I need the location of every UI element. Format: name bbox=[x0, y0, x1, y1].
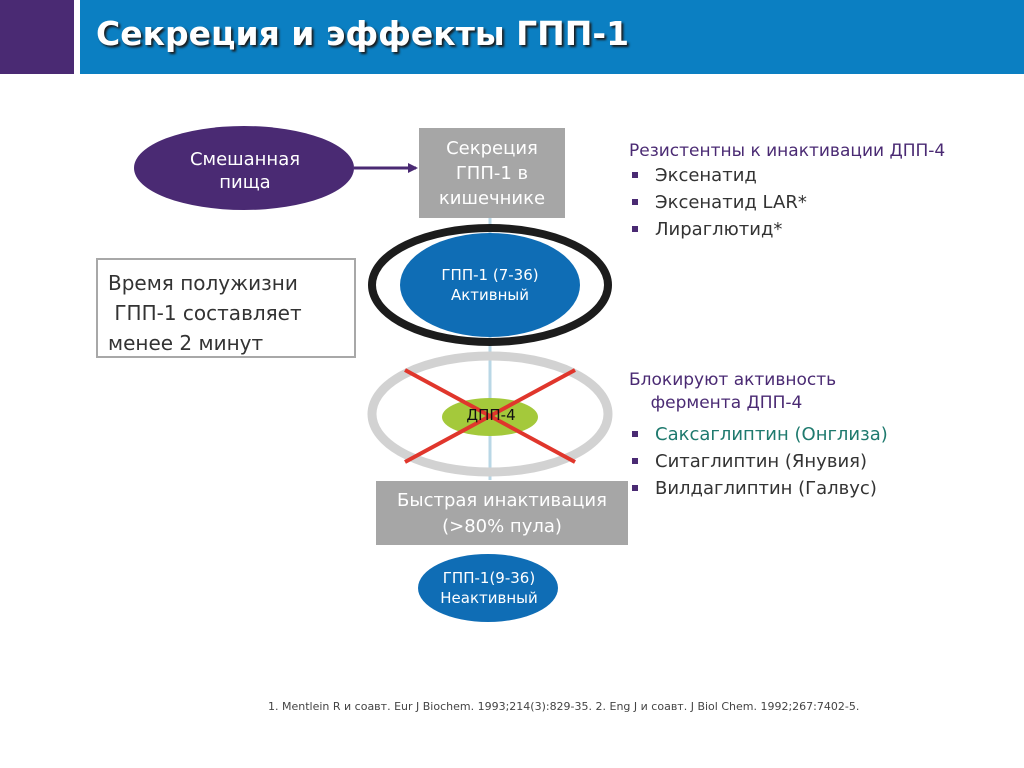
list-item-label: Эксенатид bbox=[655, 165, 757, 186]
list-item-label: Вилдаглиптин (Галвус) bbox=[655, 478, 877, 499]
cross-line-b bbox=[404, 368, 576, 464]
inactive-glp1-label: ГПП-1(9-36) Неактивный bbox=[414, 568, 564, 609]
food-label: Смешанная пища bbox=[136, 149, 354, 194]
dpp4-label: ДПП-4 bbox=[466, 406, 516, 424]
inactivation-label: Быстрая инактивация (>80% пула) bbox=[376, 488, 628, 540]
title-accent-gap bbox=[74, 0, 80, 74]
list-item-label: Ситаглиптин (Янувия) bbox=[655, 451, 867, 472]
list-item-label: Саксаглиптин (Онглиза) bbox=[655, 424, 888, 445]
active-glp1-ellipse bbox=[400, 233, 580, 337]
square-bullet-icon bbox=[632, 199, 638, 205]
secretion-label-line-3: кишечнике bbox=[438, 188, 546, 210]
list-item: Вилдаглиптин (Галвус) bbox=[629, 475, 888, 502]
food-ellipse bbox=[134, 126, 354, 210]
dpp4-outer-ring bbox=[367, 351, 613, 477]
inactivation-line-2: (>80% пула) bbox=[442, 516, 562, 538]
resistant-heading: Резистентны к инактивации ДПП-4 bbox=[629, 141, 946, 161]
blockers-list: Саксаглиптин (Онглиза) Ситаглиптин (Янув… bbox=[629, 421, 888, 502]
active-glp1-line-2: Активный bbox=[450, 286, 530, 305]
inactive-glp1-line-2: Неактивный bbox=[440, 589, 538, 608]
list-item: Эксенатид bbox=[629, 162, 807, 189]
inactive-glp1-ellipse bbox=[418, 554, 558, 622]
secretion-label-line-2: ГПП-1 в bbox=[455, 163, 529, 185]
resistant-list: Эксенатид Эксенатид LAR* Лираглютид* bbox=[629, 162, 807, 243]
square-bullet-icon bbox=[632, 431, 638, 437]
halflife-box: Время полужизни ГПП-1 составляет менее 2… bbox=[96, 258, 356, 358]
slide-title: Секреция и эффекты ГПП-1 bbox=[96, 14, 630, 53]
food-label-line-1: Смешанная bbox=[189, 149, 301, 170]
inactivation-box bbox=[376, 481, 628, 545]
square-bullet-icon bbox=[632, 458, 638, 464]
square-bullet-icon bbox=[632, 485, 638, 491]
inactivation-line-1: Быстрая инактивация bbox=[397, 490, 607, 511]
food-label-line-2: пища bbox=[219, 171, 271, 193]
secretion-label-line-1: Секреция bbox=[446, 138, 538, 159]
active-glp1-label: ГПП-1 (7-36) Активный bbox=[402, 265, 578, 306]
halflife-text: Время полужизни ГПП-1 составляет менее 2… bbox=[108, 271, 302, 355]
list-item: Саксаглиптин (Онглиза) bbox=[629, 421, 888, 448]
list-item-label: Лираглютид* bbox=[655, 219, 783, 240]
title-bar bbox=[0, 0, 1024, 74]
blockers-heading: Блокируют активность фермента ДПП-4 bbox=[629, 370, 837, 413]
secretion-box bbox=[419, 128, 565, 218]
list-item: Ситаглиптин (Янувия) bbox=[629, 448, 888, 475]
active-outer-ring bbox=[368, 224, 612, 346]
title-accent-square bbox=[0, 0, 74, 74]
list-item: Лираглютид* bbox=[629, 216, 807, 243]
active-glp1-line-1: ГПП-1 (7-36) bbox=[441, 266, 539, 284]
list-item-label: Эксенатид LAR* bbox=[655, 192, 807, 213]
secretion-label: Секреция ГПП-1 в кишечнике bbox=[419, 136, 565, 212]
inactive-glp1-line-1: ГПП-1(9-36) bbox=[442, 569, 536, 587]
square-bullet-icon bbox=[632, 172, 638, 178]
square-bullet-icon bbox=[632, 226, 638, 232]
reference-footnote: 1. Mentlein R и соавт. Eur J Biochem. 19… bbox=[268, 700, 860, 713]
list-item: Эксенатид LAR* bbox=[629, 189, 807, 216]
